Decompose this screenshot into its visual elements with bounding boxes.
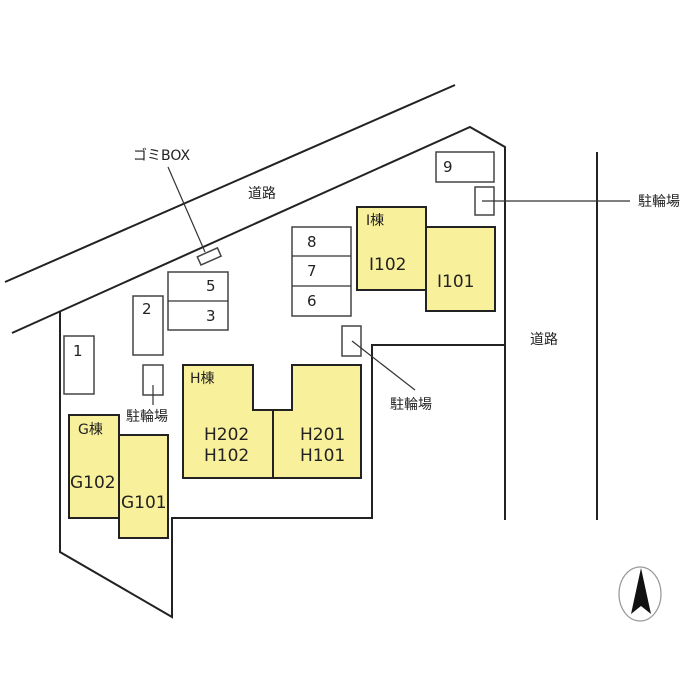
building-i-name: I棟 — [366, 213, 384, 229]
garbage-leader-line — [167, 166, 206, 253]
unit-label: I102 — [369, 255, 406, 275]
unit-label: I101 — [437, 272, 474, 292]
building-i-unit-101[interactable] — [425, 226, 496, 312]
building-g-name: G棟 — [78, 422, 103, 438]
unit-label: H202 — [204, 425, 249, 445]
parking-number: 9 — [443, 158, 453, 176]
garbage-box-label: ゴミBOX — [133, 147, 190, 164]
building-h-name: H棟 — [190, 371, 215, 387]
unit-label: H201 — [300, 425, 345, 445]
unit-label: G101 — [121, 493, 167, 513]
parking-space-9 — [435, 151, 495, 183]
road-label-east: 道路 — [530, 332, 558, 348]
parking-number: 5 — [206, 277, 216, 295]
road-label-north: 道路 — [248, 186, 276, 202]
parking-number: 6 — [307, 292, 317, 310]
parking-number: 1 — [73, 342, 83, 360]
bike-parking-center — [341, 325, 362, 357]
site-boundary-north-east — [11, 125, 506, 520]
unit-label: H102 — [204, 446, 249, 466]
bike-parking-label: 駐輪場 — [638, 193, 680, 210]
north-arrow-icon — [618, 566, 662, 622]
parking-number: 7 — [307, 262, 317, 280]
building-i-unit-102[interactable] — [356, 206, 427, 291]
site-boundary-south-west — [59, 312, 505, 619]
road-north-upper-edge — [4, 84, 456, 283]
bike-parking-label: 駐輪場 — [126, 408, 168, 425]
building-g-unit-101[interactable] — [118, 434, 169, 539]
unit-label: G102 — [70, 473, 116, 493]
parking-space-8-7-6 — [291, 226, 352, 317]
unit-label: H101 — [300, 446, 345, 466]
garbage-box — [196, 246, 223, 267]
bike-parking-label: 駐輪場 — [390, 396, 432, 413]
parking-space-1 — [63, 335, 95, 395]
parking-number: 8 — [307, 233, 317, 251]
parking-number: 2 — [142, 300, 152, 318]
parking-space-2 — [132, 295, 164, 356]
parking-number: 3 — [206, 307, 216, 325]
